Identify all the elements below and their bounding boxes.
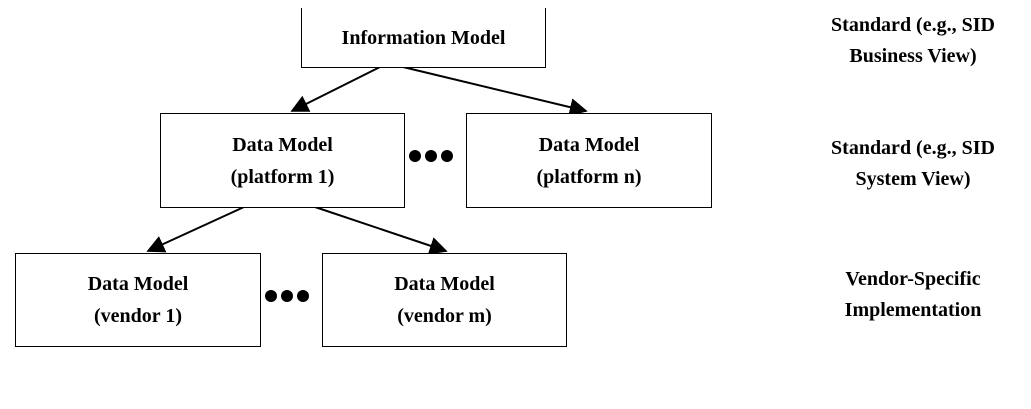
data-model-platform-n-box: Data Model (platform n) (466, 113, 712, 208)
level-bottom-line-2: Implementation (844, 299, 982, 321)
level-bottom-line-1: Vendor-Specific (845, 268, 981, 290)
vendor-m-title: Data Model (394, 273, 495, 295)
platform-1-title: Data Model (232, 133, 333, 156)
ellipsis-dot (297, 290, 309, 302)
information-model-label: Information Model (341, 26, 506, 49)
ellipsis-dot (441, 150, 453, 162)
ellipsis-dot (281, 290, 293, 302)
level-top-line-1: Standard (e.g., SID (831, 14, 995, 36)
level-middle-line-1: Standard (e.g., SID (831, 137, 995, 159)
platform-n-subtitle: (platform n) (536, 165, 642, 188)
level-middle-line-2: System View) (855, 168, 971, 190)
arrow-info-to-platform-1 (290, 66, 381, 112)
ellipsis-dot (425, 150, 437, 162)
data-model-platform-1-box: Data Model (platform 1) (160, 113, 405, 208)
vendor-m-subtitle: (vendor m) (397, 305, 492, 327)
arrow-platform-1-to-vendor-1 (146, 206, 245, 253)
level-top-line-2: Business View) (849, 45, 977, 67)
level-label-vendor-implementation: Vendor-Specific Implementation (798, 264, 1028, 326)
data-model-vendor-m-box: Data Model (vendor m) (322, 253, 567, 347)
ellipsis-dot (265, 290, 277, 302)
level-label-business-view: Standard (e.g., SID Business View) (798, 10, 1028, 72)
platform-n-title: Data Model (538, 133, 640, 156)
information-model-box: Information Model (301, 8, 546, 68)
arrow-platform-1-to-vendor-m (314, 206, 448, 255)
ellipsis-platforms (409, 150, 453, 162)
arrow-info-to-platform-n (402, 66, 588, 116)
data-model-vendor-1-box: Data Model (vendor 1) (15, 253, 261, 347)
vendor-1-subtitle: (vendor 1) (94, 305, 182, 327)
ellipsis-vendors (265, 290, 309, 302)
platform-1-subtitle: (platform 1) (230, 165, 335, 188)
vendor-1-title: Data Model (87, 273, 189, 295)
ellipsis-dot (409, 150, 421, 162)
level-label-system-view: Standard (e.g., SID System View) (798, 133, 1028, 195)
